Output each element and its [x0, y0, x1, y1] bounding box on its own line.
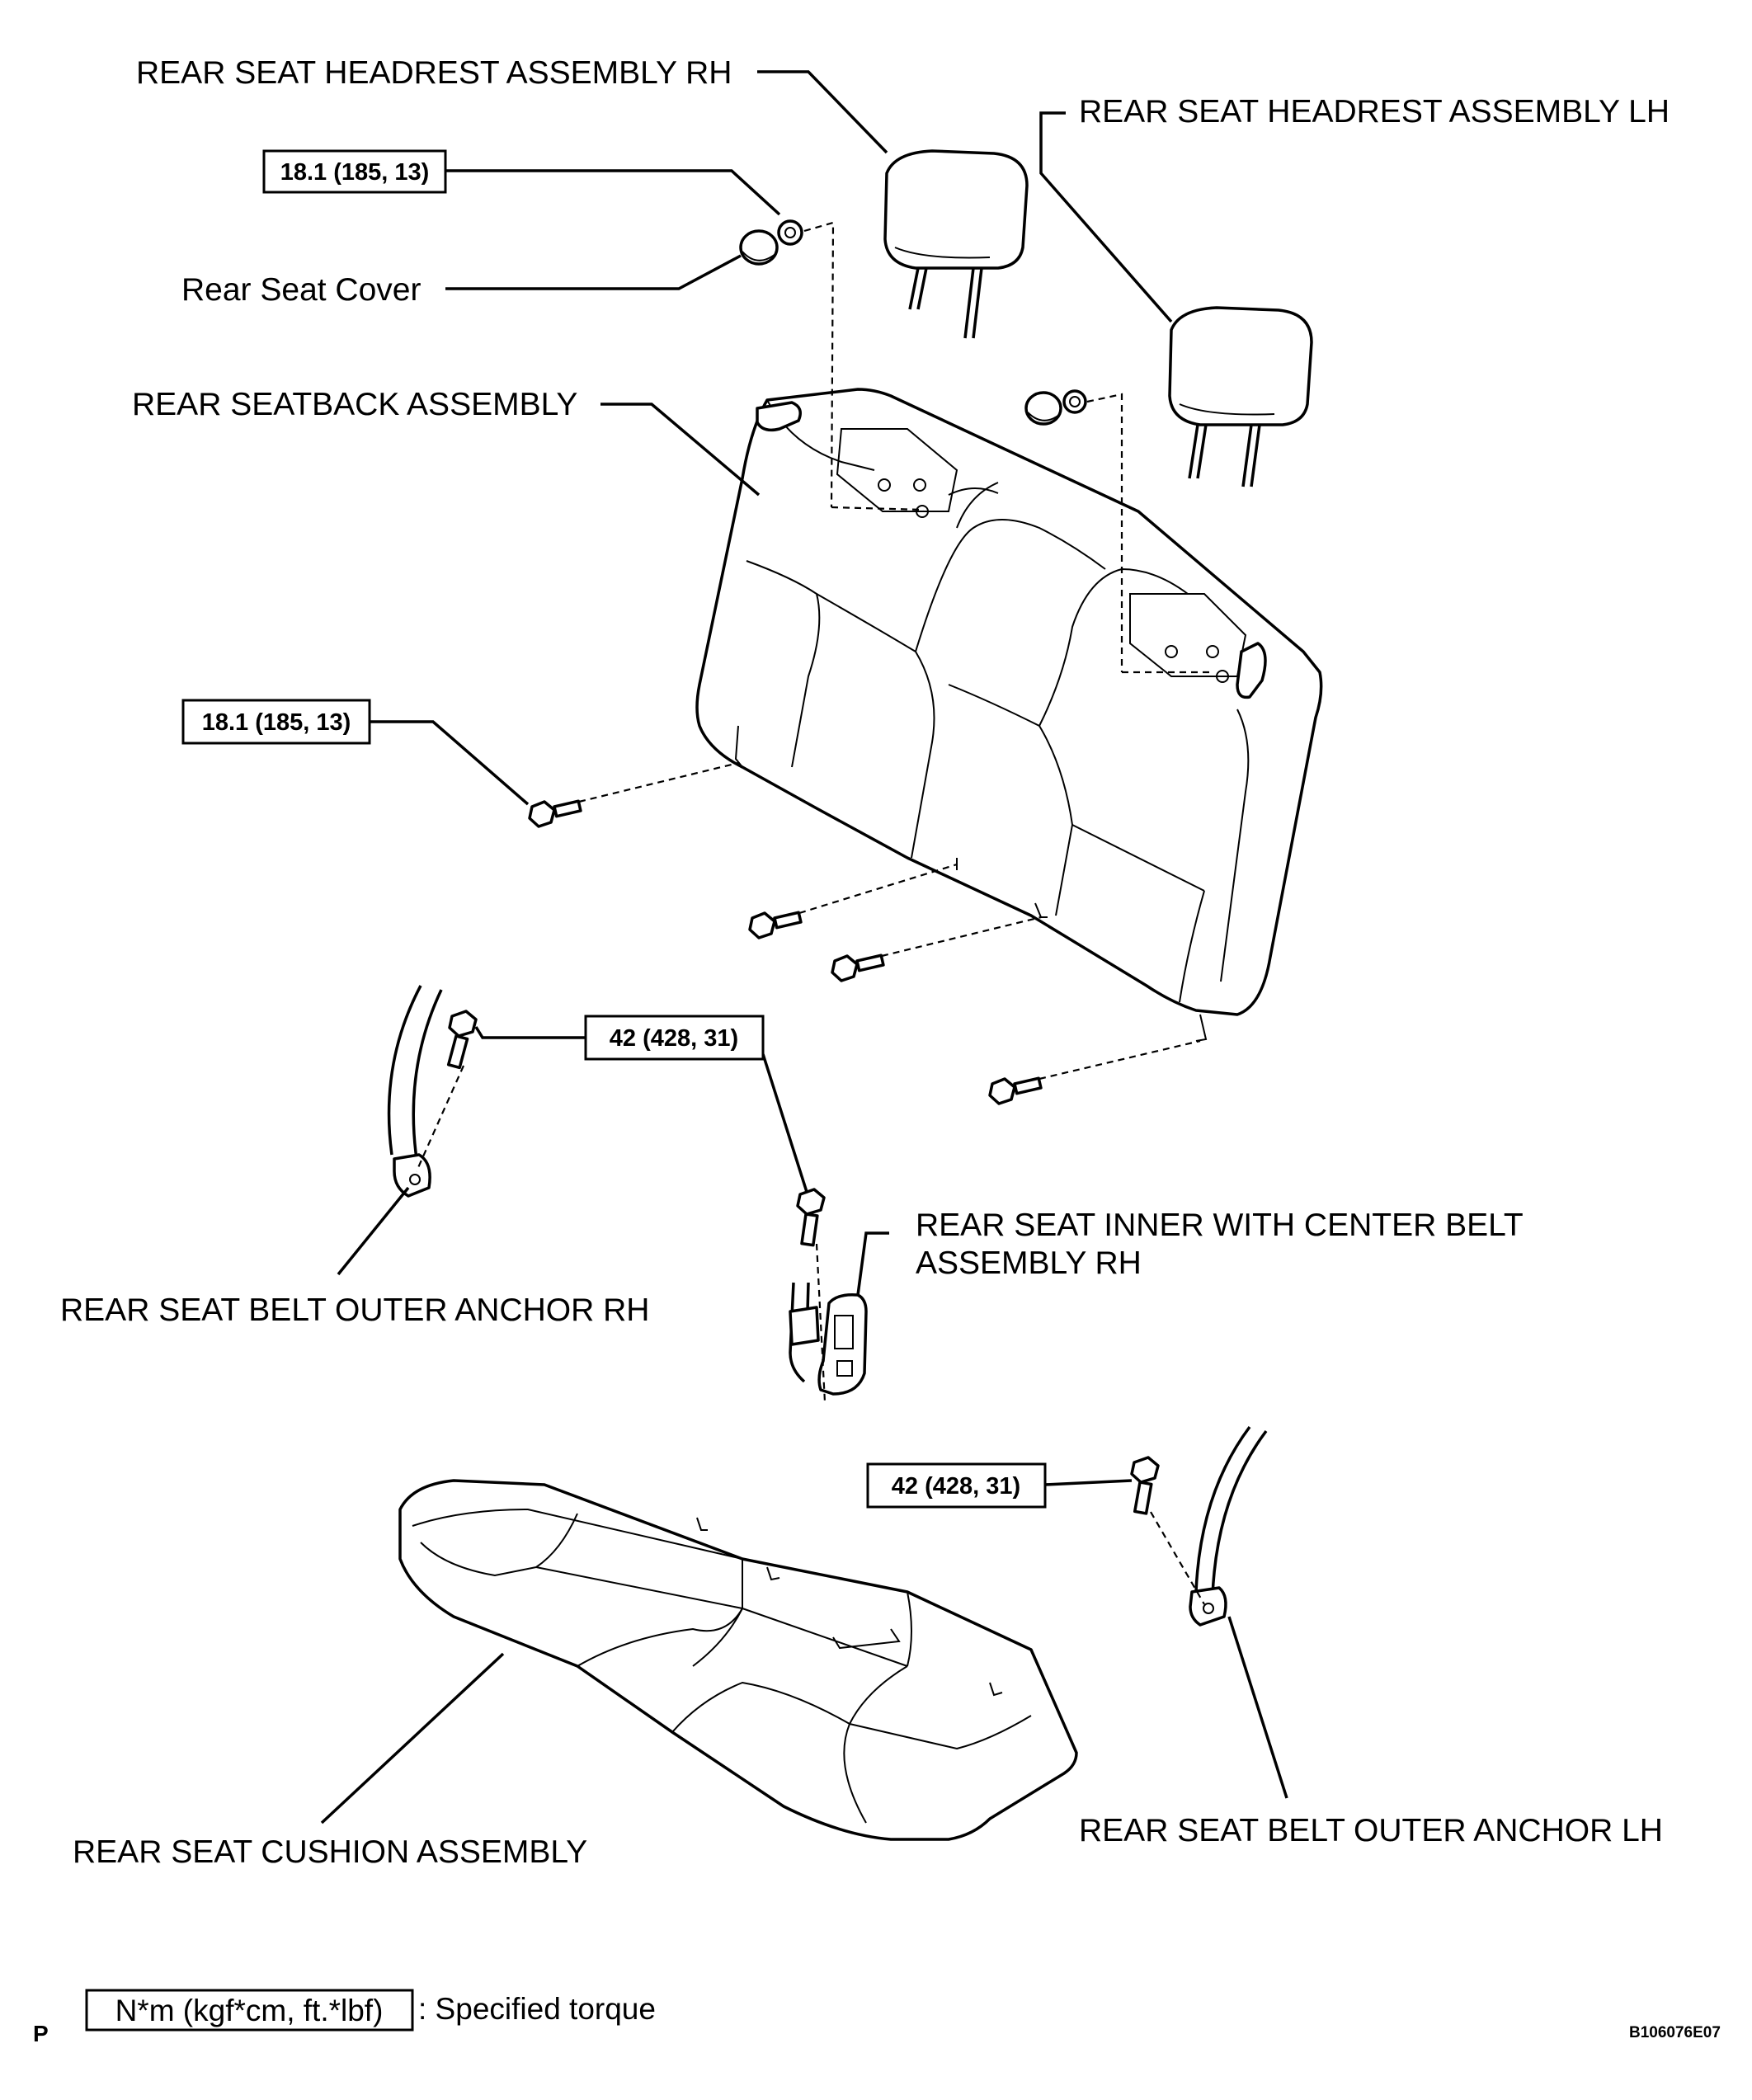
belt-anchor-lh-bolt	[1130, 1456, 1160, 1515]
belt-anchor-rh	[387, 985, 443, 1198]
rear-seat-cushion	[398, 1479, 1078, 1841]
belt-anchor-rh-bolt	[446, 1010, 478, 1070]
center-belt-bolt	[796, 1188, 826, 1247]
torque-anchor-lh-bolt: 42 (428, 31)	[892, 1473, 1020, 1500]
headrest-rh	[883, 149, 1029, 339]
torque-headrest-nut: 18.1 (185, 13)	[280, 159, 430, 186]
torque-box-seatback-bolt: 18.1 (185, 13)	[181, 699, 371, 745]
rear-seat-cover-lh	[1024, 391, 1062, 426]
torque-box-headrest-nut: 18.1 (185, 13)	[262, 149, 447, 194]
label-headrest-rh: REAR SEAT HEADREST ASSEMBLY RH	[136, 55, 732, 91]
assembly-guide-lines	[415, 221, 1213, 1605]
center-belt-buckle	[789, 1282, 868, 1396]
label-belt-anchor-lh: REAR SEAT BELT OUTER ANCHOR LH	[1079, 1813, 1663, 1848]
label-rear-seat-cushion: REAR SEAT CUSHION ASSEMBLY	[73, 1834, 587, 1870]
torque-box-anchor-lh-bolt: 42 (428, 31)	[866, 1462, 1047, 1509]
rear-seatback	[695, 388, 1323, 1042]
label-center-belt-line2: ASSEMBLY RH	[916, 1245, 1142, 1281]
rear-seat-cover-rh	[739, 229, 779, 266]
legend-unit-box: N*m (kgf*cm, ft.*lbf)	[115, 1994, 384, 2027]
page-letter: P	[33, 2021, 49, 2046]
headrest-nut-lh	[1062, 389, 1087, 414]
label-center-belt-line1: REAR SEAT INNER WITH CENTER BELT	[916, 1208, 1524, 1243]
headrest-lh	[1168, 306, 1313, 487]
torque-seatback-bolt: 18.1 (185, 13)	[202, 709, 351, 736]
label-rear-seat-cover: Rear Seat Cover	[181, 272, 421, 308]
seatback-bolt-2	[748, 911, 803, 939]
legend-description: : Specified torque	[418, 1992, 656, 2026]
label-belt-anchor-rh: REAR SEAT BELT OUTER ANCHOR RH	[60, 1292, 649, 1328]
legend: N*m (kgf*cm, ft.*lbf) : Specified torque	[85, 1989, 656, 2032]
headrest-nut-rh	[777, 219, 803, 246]
torque-box-center-belt-bolt: 42 (428, 31)	[584, 1015, 765, 1061]
seatback-bolt-1	[528, 799, 582, 828]
label-headrest-lh: REAR SEAT HEADREST ASSEMBLY LH	[1079, 94, 1670, 129]
label-rear-seatback: REAR SEATBACK ASSEMBLY	[132, 387, 577, 422]
leader-lines	[320, 70, 1288, 1825]
torque-center-belt-bolt: 42 (428, 31)	[610, 1025, 738, 1052]
seatback-bolt-4	[988, 1076, 1043, 1105]
belt-anchor-lh	[1189, 1425, 1268, 1627]
figure-code: B106076E07	[1629, 2024, 1721, 2041]
seatback-bolt-3	[831, 953, 885, 982]
